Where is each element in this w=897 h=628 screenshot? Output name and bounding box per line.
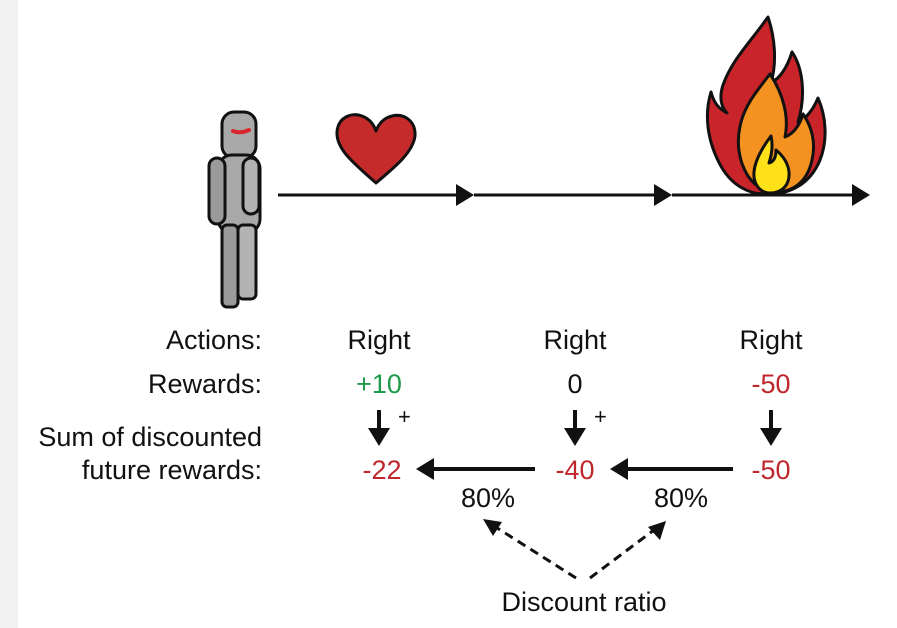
sum-label-line2: future rewards: [82, 455, 262, 485]
discount-ratio-caption: Discount ratio [501, 587, 666, 617]
discount-rate-right: 80% [654, 483, 708, 513]
timeline [278, 184, 870, 206]
robot-icon [207, 110, 262, 309]
actions-label: Actions: [166, 325, 262, 355]
discount-ratio-pointers [483, 519, 666, 580]
plus-sign-step-1: + [398, 404, 411, 429]
reward-step-1: +10 [356, 369, 402, 399]
discounted-sum-step-1: -22 [362, 455, 401, 485]
discount-arrow-right [610, 458, 733, 480]
reward-step-2: 0 [567, 369, 582, 399]
heart-icon [335, 113, 417, 185]
discount-arrow-left [416, 458, 535, 480]
sum-label-line1: Sum of discounted [38, 422, 262, 452]
action-step-3: Right [739, 325, 803, 355]
action-step-2: Right [543, 325, 607, 355]
action-step-1: Right [347, 325, 411, 355]
down-arrow-step-2 [564, 410, 586, 446]
discounted-sum-step-2: -40 [555, 455, 594, 485]
reward-step-3: -50 [751, 369, 790, 399]
plus-sign-step-2: + [594, 404, 607, 429]
left-margin-strip [0, 0, 18, 628]
down-arrows [368, 410, 782, 446]
fire-icon [705, 15, 827, 196]
down-arrow-step-1 [368, 410, 390, 446]
discounted-sum-step-3: -50 [751, 455, 790, 485]
discount-rate-left: 80% [461, 483, 515, 513]
down-arrow-step-3 [760, 410, 782, 446]
rewards-label: Rewards: [148, 369, 262, 399]
